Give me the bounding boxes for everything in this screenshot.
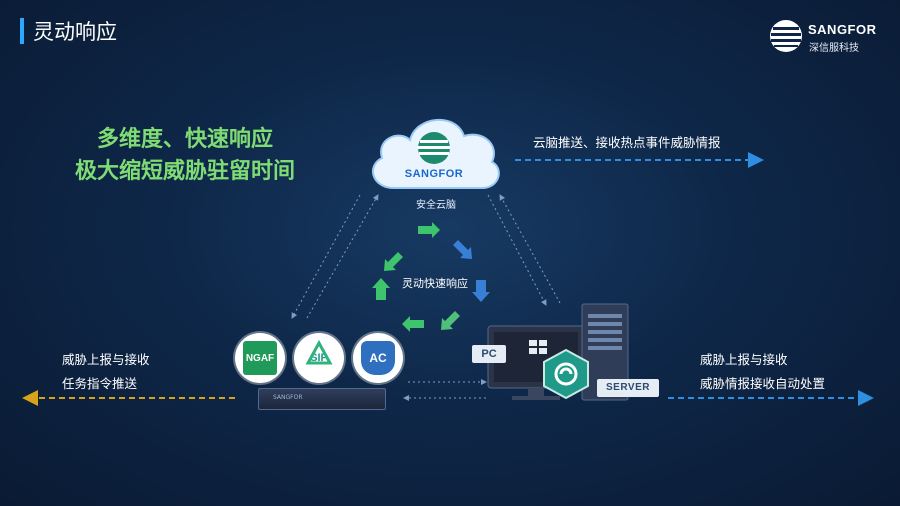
ac-icon: AC: [361, 341, 395, 375]
headline-line-1: 多维度、快速响应: [96, 127, 273, 152]
cloud-push-text: 云脑推送、接收热点事件威胁情报: [533, 135, 721, 150]
cloud-label: 安全云脑: [416, 200, 456, 211]
headline: 多维度、快速响应 极大缩短威胁驻留时间: [50, 124, 320, 188]
logo-name: SANGFOR: [808, 22, 877, 37]
headline-line-2: 极大缩短威胁驻留时间: [74, 159, 295, 184]
server-label: SERVER: [597, 379, 659, 397]
ac-badge: AC: [353, 333, 403, 383]
left-text-line-1: 威胁上报与接收: [62, 352, 150, 367]
right-text-line-1: 威胁上报与接收: [700, 352, 788, 367]
response-loop-arrows: [372, 222, 490, 332]
cloud-icon: [371, 119, 500, 189]
security-appliance: SANGFOR: [258, 388, 386, 410]
slide-title: 灵动响应: [33, 20, 117, 44]
security-cloud: SANGFOR: [364, 108, 504, 190]
recycle-arrows-icon: [305, 339, 333, 365]
pc-label: PC: [472, 345, 506, 363]
sip-icon: SIP: [302, 341, 336, 375]
title-accent-bar: [20, 18, 24, 44]
ngaf-icon: NGAF: [243, 341, 277, 375]
right-text-line-2: 威胁情报接收自动处置: [700, 376, 826, 391]
cloud-brand: SANGFOR: [404, 168, 464, 180]
sangfor-globe-icon: [770, 20, 802, 52]
sip-badge: SIP: [294, 333, 344, 383]
logo-subtitle: 深信服科技: [809, 43, 859, 54]
appliance-brand: SANGFOR: [273, 394, 303, 401]
agent-shield-icon: [543, 348, 589, 400]
loop-label: 灵动快速响应: [402, 277, 468, 290]
ngaf-badge: NGAF: [235, 333, 285, 383]
sip-label: SIP: [310, 352, 328, 364]
server-tower-graphic: [581, 303, 629, 401]
left-text-line-2: 任务指令推送: [62, 376, 138, 391]
sangfor-logo: SANGFOR 深信服科技: [768, 18, 878, 58]
